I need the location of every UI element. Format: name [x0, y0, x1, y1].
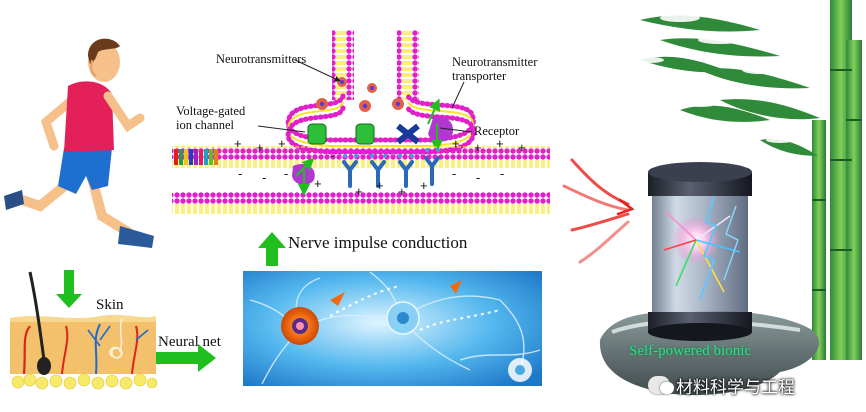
label-transporter-line1: Neurotransmitter [452, 55, 538, 69]
label-neurotransmitters: Neurotransmitters [216, 52, 307, 66]
svg-text:-: - [238, 166, 242, 181]
voltage-gated-channels [174, 149, 218, 165]
svg-text:-: - [452, 166, 456, 181]
label-skin: Skin [96, 297, 124, 313]
green-arrows [56, 232, 286, 372]
watermark: 材料科学与工程 [648, 372, 795, 398]
neurotransmitter-vesicles [316, 77, 404, 112]
svg-text:+: + [518, 140, 526, 155]
bionic-cylinder-device [648, 162, 752, 341]
watermark-text: 材料科学与工程 [676, 377, 795, 398]
label-vgic-line1: Voltage-gated [176, 104, 246, 118]
svg-text:+: + [376, 178, 384, 193]
svg-text:+: + [398, 184, 406, 199]
synapse-diagram: + + + + + + + - - - - - - - + + + + + [172, 30, 550, 214]
bamboo [636, 0, 862, 360]
svg-text:-: - [330, 148, 334, 163]
membrane-charges: + + + + + + + - - - - - - - + + + + + [234, 136, 526, 199]
svg-text:+: + [420, 178, 428, 193]
svg-text:+: + [452, 136, 460, 151]
label-nerve-impulse: Nerve impulse conduction [288, 233, 468, 252]
svg-text:+: + [278, 136, 286, 151]
svg-text:+: + [256, 140, 264, 155]
label-self-powered-bionic: Self-powered bionic [629, 343, 752, 359]
label-transporter-line2: transporter [452, 69, 507, 83]
svg-text:+: + [314, 176, 322, 191]
svg-text:-: - [476, 170, 480, 185]
svg-text:+: + [496, 136, 504, 151]
svg-text:-: - [262, 170, 266, 185]
wechat-icon [648, 376, 674, 394]
svg-text:-: - [500, 166, 504, 181]
label-neural-net: Neural net [158, 334, 221, 350]
svg-text:+: + [474, 140, 482, 155]
skin-diagram [10, 271, 158, 390]
label-vgic-line2: ion channel [176, 118, 234, 132]
label-receptor: Receptor [474, 124, 520, 138]
svg-text:-: - [284, 166, 288, 181]
ion-channels [307, 117, 454, 145]
svg-text:+: + [234, 136, 242, 151]
red-heat-arrows [562, 158, 635, 264]
receptors [342, 156, 440, 188]
neural-net-image [243, 271, 542, 386]
runner-figure [4, 38, 154, 248]
svg-text:+: + [355, 184, 363, 199]
